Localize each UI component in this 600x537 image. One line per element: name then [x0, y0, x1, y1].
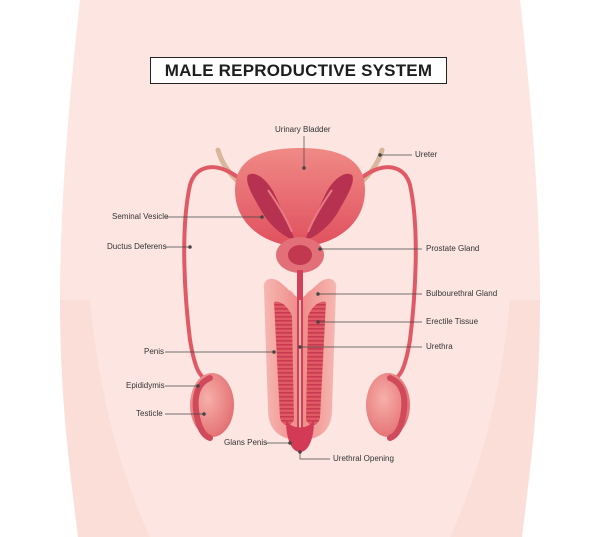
leader-dot-epididymis: [196, 384, 200, 388]
label-bulbourethral-gland: Bulbourethral Gland: [426, 289, 498, 298]
erectile-tissue-right: [306, 301, 326, 426]
seminal-vesicle-highlight: [267, 189, 333, 233]
ductus-deferens-right: [336, 165, 418, 384]
seminal-vesicle-right: [305, 173, 353, 240]
title-box: MALE REPRODUCTIVE SYSTEM: [150, 57, 447, 84]
leader-dot-seminal-vesicle: [260, 215, 264, 219]
body-thigh-shading-right: [450, 300, 540, 537]
label-epididymis: Epididymis: [126, 381, 165, 390]
leader-urethral-opening: [299, 452, 330, 460]
label-urethra: Urethra: [426, 342, 453, 351]
glans-penis: [286, 420, 314, 452]
label-penis: Penis: [144, 347, 165, 356]
label-urinary-bladder: Urinary Bladder: [275, 125, 331, 134]
leader-dot-bulbourethral-gland: [316, 292, 320, 296]
urinary-bladder: [235, 148, 365, 247]
ductus-deferens-left: [182, 165, 264, 384]
leader-dot-urinary-bladder: [302, 166, 306, 170]
leader-dot-urethral-opening: [298, 450, 302, 454]
erectile-tissue-left: [274, 301, 294, 426]
leader-dot-prostate-gland: [318, 247, 322, 251]
body-thigh-shading: [60, 300, 150, 537]
label-prostate-gland: Prostate Gland: [426, 244, 480, 253]
leader-dot-ductus-deferens: [188, 245, 192, 249]
leader-dot-glans-penis: [288, 441, 292, 445]
label-seminal-vesicle: Seminal Vesicle: [112, 212, 169, 221]
epididymis-left: [192, 375, 213, 441]
leader-dot-testicle: [202, 412, 206, 416]
leader-dot-ureter: [378, 153, 382, 157]
seminal-vesicle-left: [247, 173, 295, 240]
leader-lines: [165, 136, 422, 460]
prostate-gland-inner: [288, 245, 312, 265]
label-testicle: Testicle: [136, 409, 163, 418]
leader-dot-penis: [272, 350, 276, 354]
label-glans-penis: Glans Penis: [224, 438, 268, 447]
label-urethral-opening: Urethral Opening: [333, 454, 394, 463]
epididymis-right: [387, 375, 408, 441]
diagram-title: MALE REPRODUCTIVE SYSTEM: [164, 60, 433, 80]
label-ureter: Ureter: [415, 150, 438, 159]
leader-dot-erectile-tissue: [316, 320, 320, 324]
label-erectile-tissue: Erectile Tissue: [426, 317, 479, 326]
leader-dot-urethra: [298, 345, 302, 349]
label-ductus-deferens: Ductus Deferens: [107, 242, 167, 251]
